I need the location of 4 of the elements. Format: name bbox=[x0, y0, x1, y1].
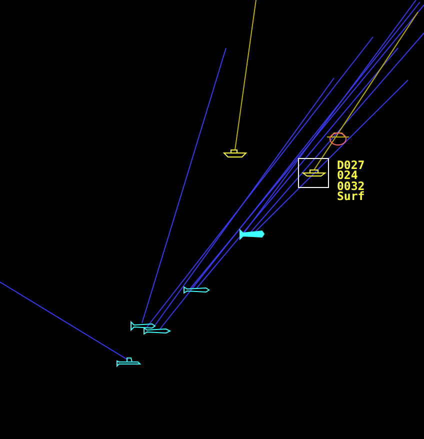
readout-text: Surf bbox=[337, 190, 365, 202]
readout-text: 024 bbox=[337, 170, 358, 181]
readout-text: 0032 bbox=[337, 180, 365, 191]
readout-text: D027 bbox=[337, 160, 365, 170]
